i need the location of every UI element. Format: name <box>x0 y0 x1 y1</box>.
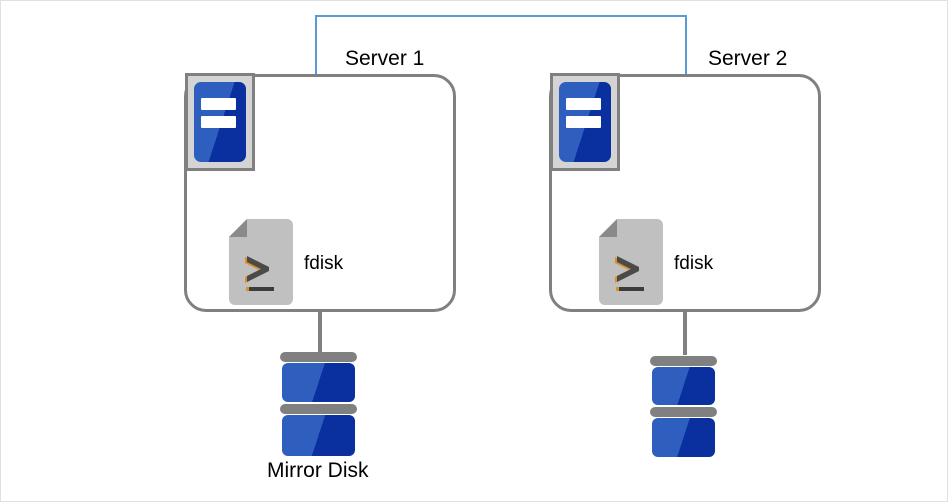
terminal-script-icon <box>599 219 663 305</box>
disk-bar-middle <box>650 407 717 417</box>
disk-bar-top <box>280 352 357 362</box>
disk-platter-1 <box>282 363 355 402</box>
server-icon-body <box>559 82 611 162</box>
server-icon-body <box>194 82 246 162</box>
server2-title: Server 2 <box>708 47 788 70</box>
server-icon <box>550 73 620 171</box>
server-icon <box>185 73 255 171</box>
server-icon-bar-2 <box>201 116 236 129</box>
disk-stack-icon <box>650 356 717 457</box>
disk-platter-2 <box>652 418 715 457</box>
mirror-disk-label: Mirror Disk <box>267 459 369 482</box>
server2-app-label: fdisk <box>674 253 714 274</box>
disk-stack-icon <box>280 352 357 456</box>
server1-title: Server 1 <box>345 47 425 70</box>
server-icon-bar-2 <box>566 116 601 129</box>
disk-platter-2 <box>282 415 355 456</box>
server2-disk-link <box>683 311 687 355</box>
server-interconnect-link <box>315 15 687 74</box>
server-icon-bar-1 <box>566 98 601 110</box>
server-icon-bar-1 <box>201 98 236 110</box>
server1-app-label: fdisk <box>304 253 344 274</box>
disk-bar-middle <box>280 404 357 414</box>
terminal-script-icon <box>229 219 293 305</box>
disk-platter-1 <box>652 367 715 405</box>
server1-disk-link <box>318 311 322 355</box>
disk-bar-top <box>650 356 717 366</box>
